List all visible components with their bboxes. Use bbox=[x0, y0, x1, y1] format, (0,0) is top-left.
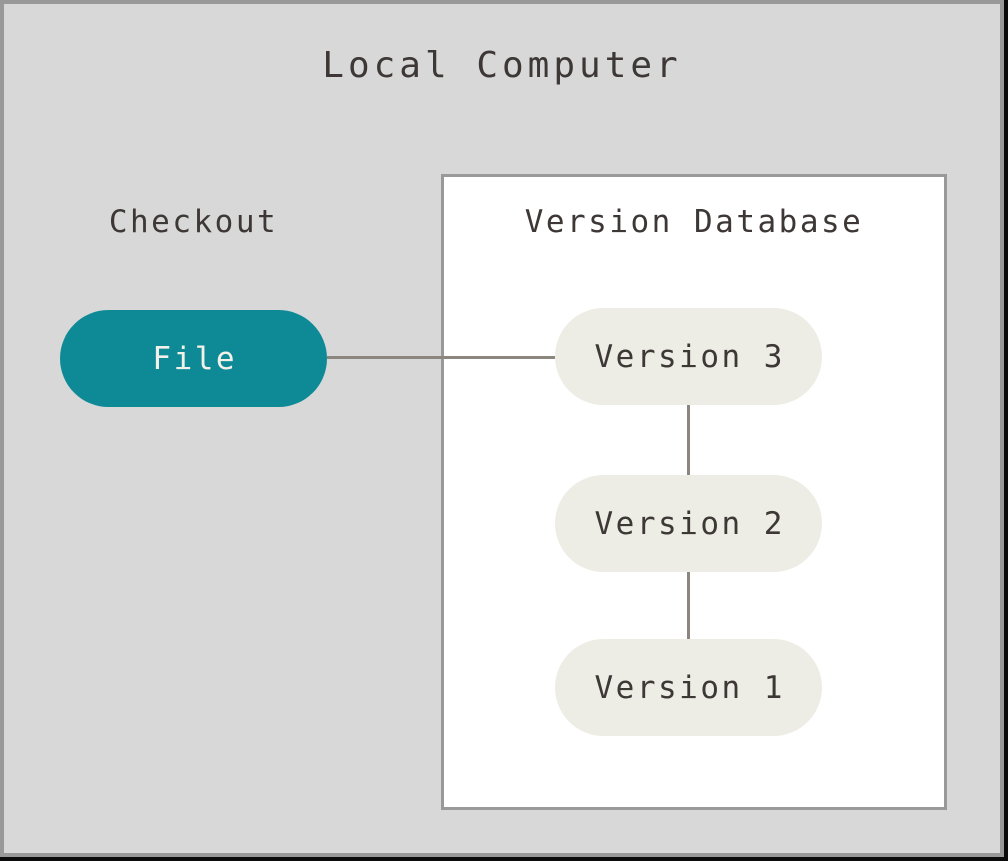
version-database-label: Version Database bbox=[524, 204, 864, 240]
file-node: File bbox=[60, 310, 327, 407]
diagram-title: Local Computer bbox=[322, 45, 682, 86]
version2-node: Version 2 bbox=[555, 475, 822, 572]
connector-version2-to-version1 bbox=[687, 572, 690, 639]
connector-version3-to-version2 bbox=[687, 405, 690, 475]
version1-node: Version 1 bbox=[555, 639, 822, 736]
version3-node: Version 3 bbox=[555, 308, 822, 405]
connector-file-to-version3 bbox=[327, 356, 555, 359]
checkout-label: Checkout bbox=[108, 204, 279, 240]
